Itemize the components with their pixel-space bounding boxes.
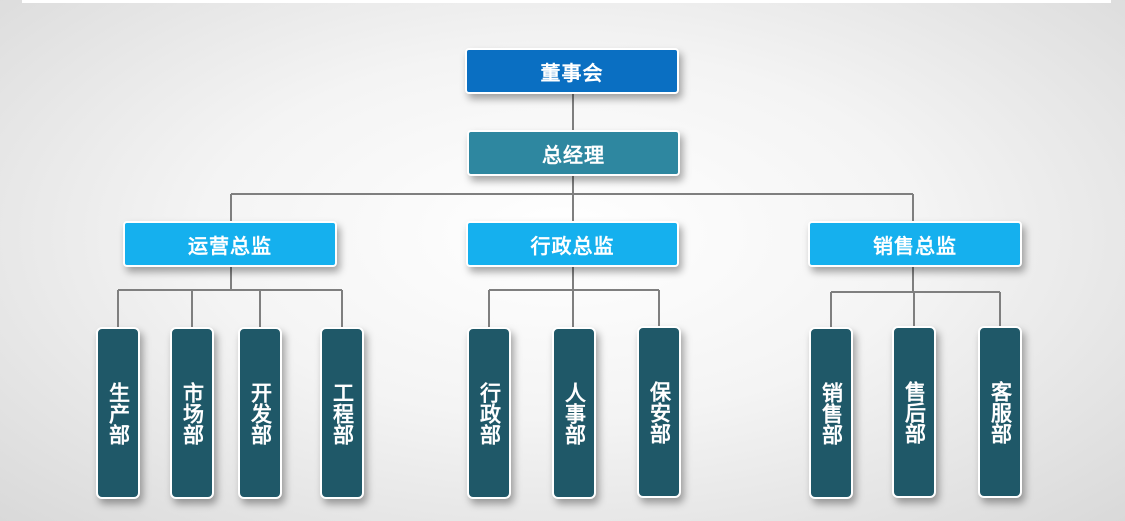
department-label: 销售部: [819, 381, 844, 445]
director-label: 销售总监: [873, 233, 957, 258]
department-label: 保安部: [647, 380, 672, 444]
director-node-sales: 销售总监: [808, 221, 1022, 267]
board-node: 董事会: [465, 48, 679, 94]
board-label: 董事会: [540, 60, 604, 85]
department-label: 开发部: [248, 381, 273, 445]
department-label: 市场部: [180, 381, 205, 445]
department-label: 工程部: [330, 381, 355, 445]
director-node-operations: 运营总监: [123, 221, 337, 267]
department-node-security: 保安部: [637, 326, 681, 498]
department-label: 行政部: [477, 381, 502, 445]
department-label: 人事部: [562, 381, 587, 445]
department-node-sales: 销售部: [809, 327, 853, 499]
department-node-hr: 人事部: [552, 327, 596, 499]
top-border: [22, 0, 1111, 3]
department-label: 生产部: [106, 381, 131, 445]
general-manager-label: 总经理: [542, 142, 605, 167]
director-label: 运营总监: [188, 233, 272, 258]
department-node-production: 生产部: [96, 327, 140, 499]
director-node-administration: 行政总监: [466, 221, 679, 267]
department-node-development: 开发部: [238, 327, 282, 499]
department-label: 售后部: [902, 380, 927, 444]
department-node-marketing: 市场部: [170, 327, 214, 499]
general-manager-node: 总经理: [467, 130, 680, 176]
department-node-customer-service: 客服部: [978, 326, 1022, 498]
director-label: 行政总监: [530, 233, 615, 258]
department-node-engineering: 工程部: [320, 327, 364, 499]
department-node-after-sales: 售后部: [892, 326, 936, 498]
department-label: 客服部: [988, 380, 1013, 444]
department-node-administrative: 行政部: [467, 327, 511, 499]
